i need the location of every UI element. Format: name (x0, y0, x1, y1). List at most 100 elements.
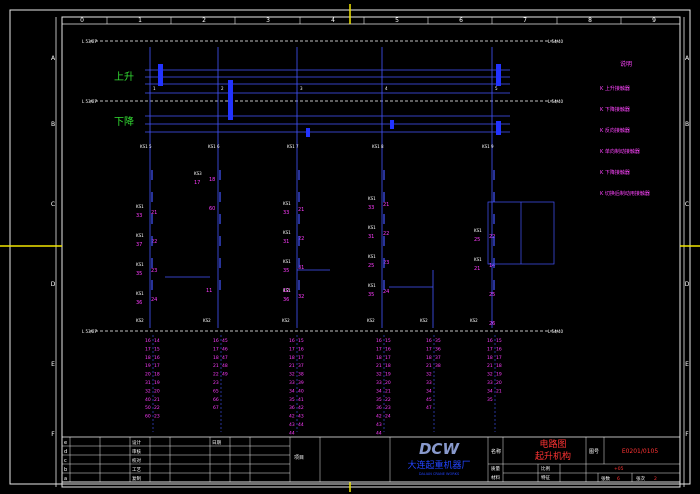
drawing-no-label: 图号 (589, 449, 599, 455)
grid-col-label: 5 (395, 17, 399, 24)
terminal-right: 47 (222, 355, 228, 361)
relay-num: 37 (136, 242, 142, 248)
terminal-right: 18 (154, 372, 160, 378)
terminal-code: KS1 6 (208, 144, 220, 149)
terminal-right: 16 (496, 346, 502, 352)
terminal-left: 36 (289, 405, 295, 411)
bus-label-right: L 54/40 (548, 39, 563, 44)
terminal-right: 19 (496, 372, 502, 378)
role-label: 复制 (132, 475, 141, 482)
terminal-left: 18 (213, 355, 219, 361)
terminal-right: 20 (496, 380, 502, 386)
terminal-left: 18 (376, 355, 382, 361)
relay-code: KS1 (283, 201, 291, 206)
terminal-right: 23 (154, 414, 160, 420)
relay-num: 25 (489, 292, 495, 298)
rail-number: 5 (495, 86, 498, 91)
terminal-code: KS1 9 (482, 144, 494, 149)
coil-right-bottom (496, 121, 501, 135)
relay-code: KS1 (474, 228, 482, 233)
grid-col-label: 6 (459, 17, 463, 24)
terminal-right: 17 (154, 363, 160, 369)
coil-small-1 (306, 128, 310, 137)
outer-border (9, 9, 691, 485)
terminal-left: 33 (426, 380, 432, 386)
relay-num: 21 (383, 202, 389, 208)
grid-row-label-right: E (685, 361, 689, 368)
relay-code: KS1 (136, 262, 144, 267)
terminal-right: 37 (435, 355, 441, 361)
relay-code: KS3 (194, 171, 202, 176)
terminal-right: 21 (496, 388, 502, 394)
bus-label-left: L 53/27 (82, 329, 97, 334)
terminal-left: 21 (426, 363, 432, 369)
title-block (61, 436, 681, 483)
terminal-right: 20 (154, 388, 160, 394)
relay-num: 33 (136, 213, 142, 219)
scale-label: 比例 (541, 465, 550, 472)
legend-item: K 反向接触器 (600, 127, 630, 134)
grid-col-label: 1 (138, 17, 142, 24)
relay-num: 35 (368, 292, 374, 298)
rev-row-label: e (64, 440, 67, 446)
terminal-left: 32 (426, 372, 432, 378)
terminal-left: 45 (426, 397, 432, 403)
drawing-title: 电路图 (539, 438, 566, 450)
terminal-right: 17 (385, 355, 391, 361)
sheet-total: 6 (617, 476, 620, 482)
relay-num: 36 (283, 297, 289, 303)
terminal-left: 60 (145, 414, 151, 420)
lower-code: KS2 (282, 318, 290, 323)
terminal-right: 46 (222, 346, 228, 352)
sheet-no-label: 张次 (636, 475, 645, 482)
terminal-right: 21 (385, 388, 391, 394)
terminal-right: 18 (496, 363, 502, 369)
lower-code: KS2 (203, 318, 211, 323)
terminal-left: 32 (145, 388, 151, 394)
terminal-left: 18 (487, 355, 493, 361)
relay-num: 25 (474, 237, 480, 243)
bus-label-left: L 53/27 (82, 99, 97, 104)
inner-border (61, 16, 681, 488)
sheet-total-label: 张数 (601, 475, 610, 482)
terminal-code: KS1 5 (140, 144, 152, 149)
terminal-left: 17 (426, 346, 432, 352)
grid-row-label: E (51, 361, 55, 368)
relay-code: KS1 (283, 230, 291, 235)
grid-row-label: A (51, 55, 56, 62)
terminal-right: 39 (298, 380, 304, 386)
terminal-left: 21 (376, 363, 382, 369)
relay-num: 35 (136, 271, 142, 277)
grid-col-label: 2 (202, 17, 206, 24)
relay-code: KS1 (136, 204, 144, 209)
grid-row-label-right: C (685, 201, 689, 208)
role-label: 工艺 (132, 467, 141, 473)
sheet-no: 2 (654, 476, 657, 482)
terminal-left: 16 (426, 338, 432, 344)
material-label: 材料 (491, 474, 500, 481)
terminal-left: 31 (145, 380, 151, 386)
terminal-left: 65 (213, 388, 219, 394)
terminal-right: 38 (298, 372, 304, 378)
terminal-right: 16 (385, 346, 391, 352)
rail-number: 3 (300, 86, 303, 91)
terminal-right: 16 (154, 355, 160, 361)
relay-num: 31 (283, 239, 289, 245)
rail-number: 4 (385, 86, 388, 91)
terminal-left: 19 (145, 363, 151, 369)
terminal-left: 23 (213, 380, 219, 386)
relay-num: 21 (298, 207, 304, 213)
grid-row-label: C (51, 201, 55, 208)
company-logo: DCW (419, 440, 460, 458)
terminal-left: 35 (289, 397, 295, 403)
relay-num: 21 (151, 210, 157, 216)
relay-code: KS1 (368, 225, 376, 230)
terminal-right: 19 (385, 372, 391, 378)
relay-num: 31 (298, 265, 304, 271)
terminal-left: 43 (289, 422, 295, 428)
relay-code: KS1 (368, 254, 376, 259)
project-label: 项目 (294, 455, 304, 461)
terminal-left: 35 (376, 397, 382, 403)
terminal-right: 36 (435, 346, 441, 352)
